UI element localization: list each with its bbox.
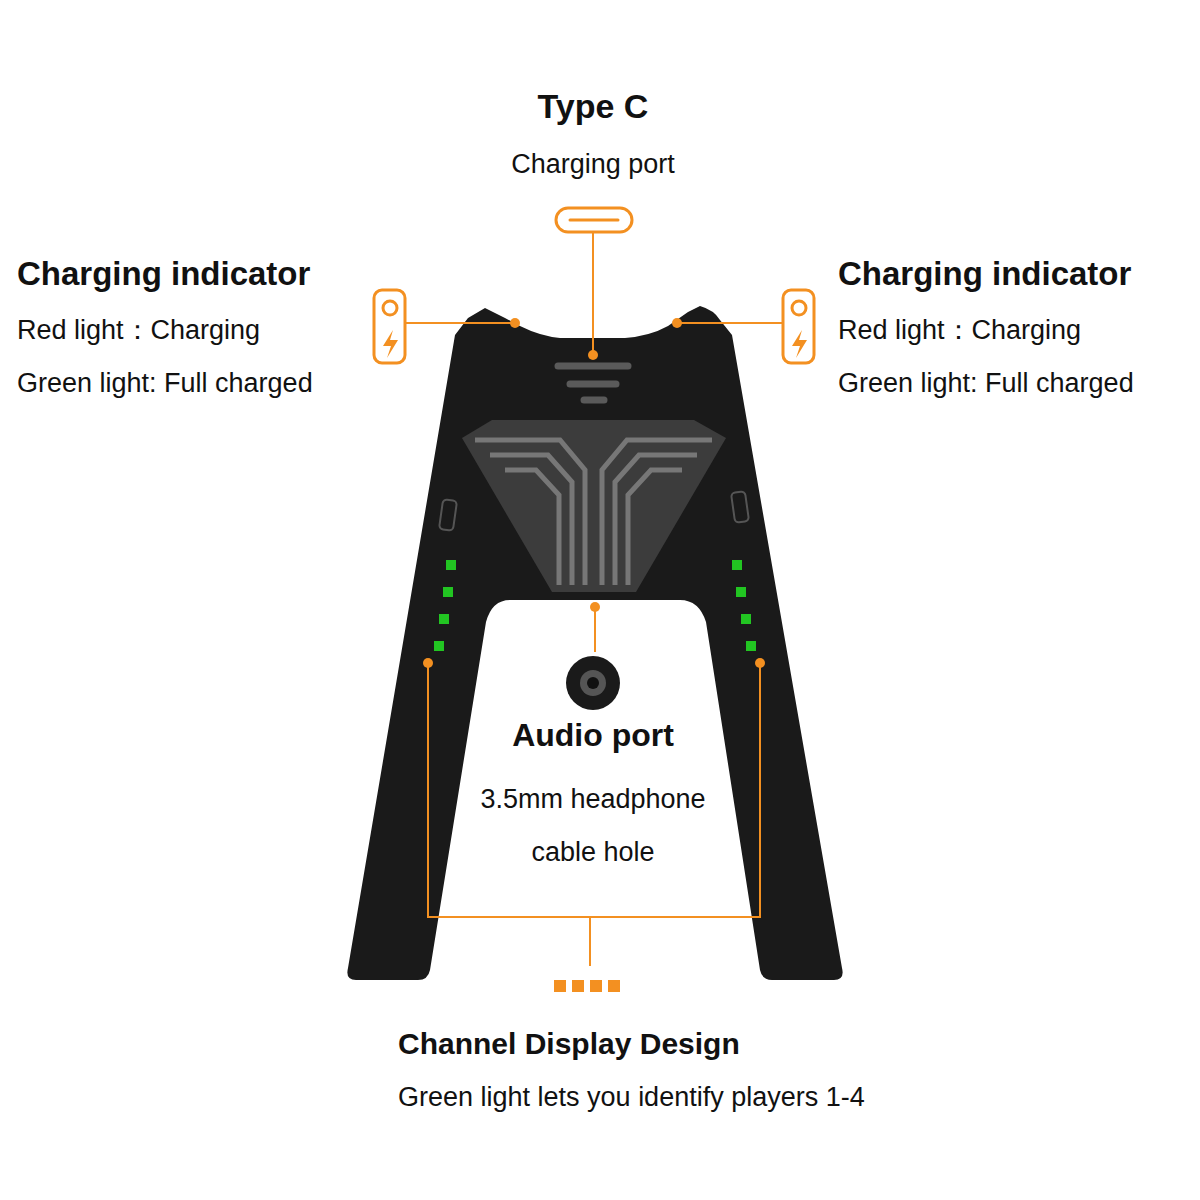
- callout-dot: [423, 318, 765, 668]
- vent-slots: [558, 366, 628, 400]
- port-description: Charging port: [393, 148, 793, 180]
- feature-description: Green light lets you identify players 1-…: [398, 1081, 865, 1113]
- audio-jack: [566, 656, 620, 710]
- port-heading: Audio port: [443, 716, 743, 754]
- port-description: 3.5mm headphone cable hole: [468, 773, 718, 879]
- indicator-note: Green light: Full charged: [838, 367, 1134, 399]
- grip-body: [347, 306, 842, 980]
- indicator-note: Red light：Charging: [17, 314, 260, 346]
- charge-icon: [374, 290, 814, 363]
- indicator-note: Green light: Full charged: [17, 367, 313, 399]
- channel-squares: [554, 980, 620, 992]
- indicator-note: Red light：Charging: [838, 314, 1081, 346]
- port-heading: Type C: [393, 86, 793, 127]
- usb-c-icon: [556, 208, 632, 232]
- center-panel: [462, 420, 726, 592]
- indicator-heading: Charging indicator: [838, 254, 1131, 294]
- indicator-heading: Charging indicator: [17, 254, 310, 294]
- switch-icon: [439, 491, 749, 531]
- feature-heading: Channel Display Design: [398, 1026, 740, 1062]
- callout-lines: [406, 233, 782, 966]
- player-led: [434, 560, 756, 651]
